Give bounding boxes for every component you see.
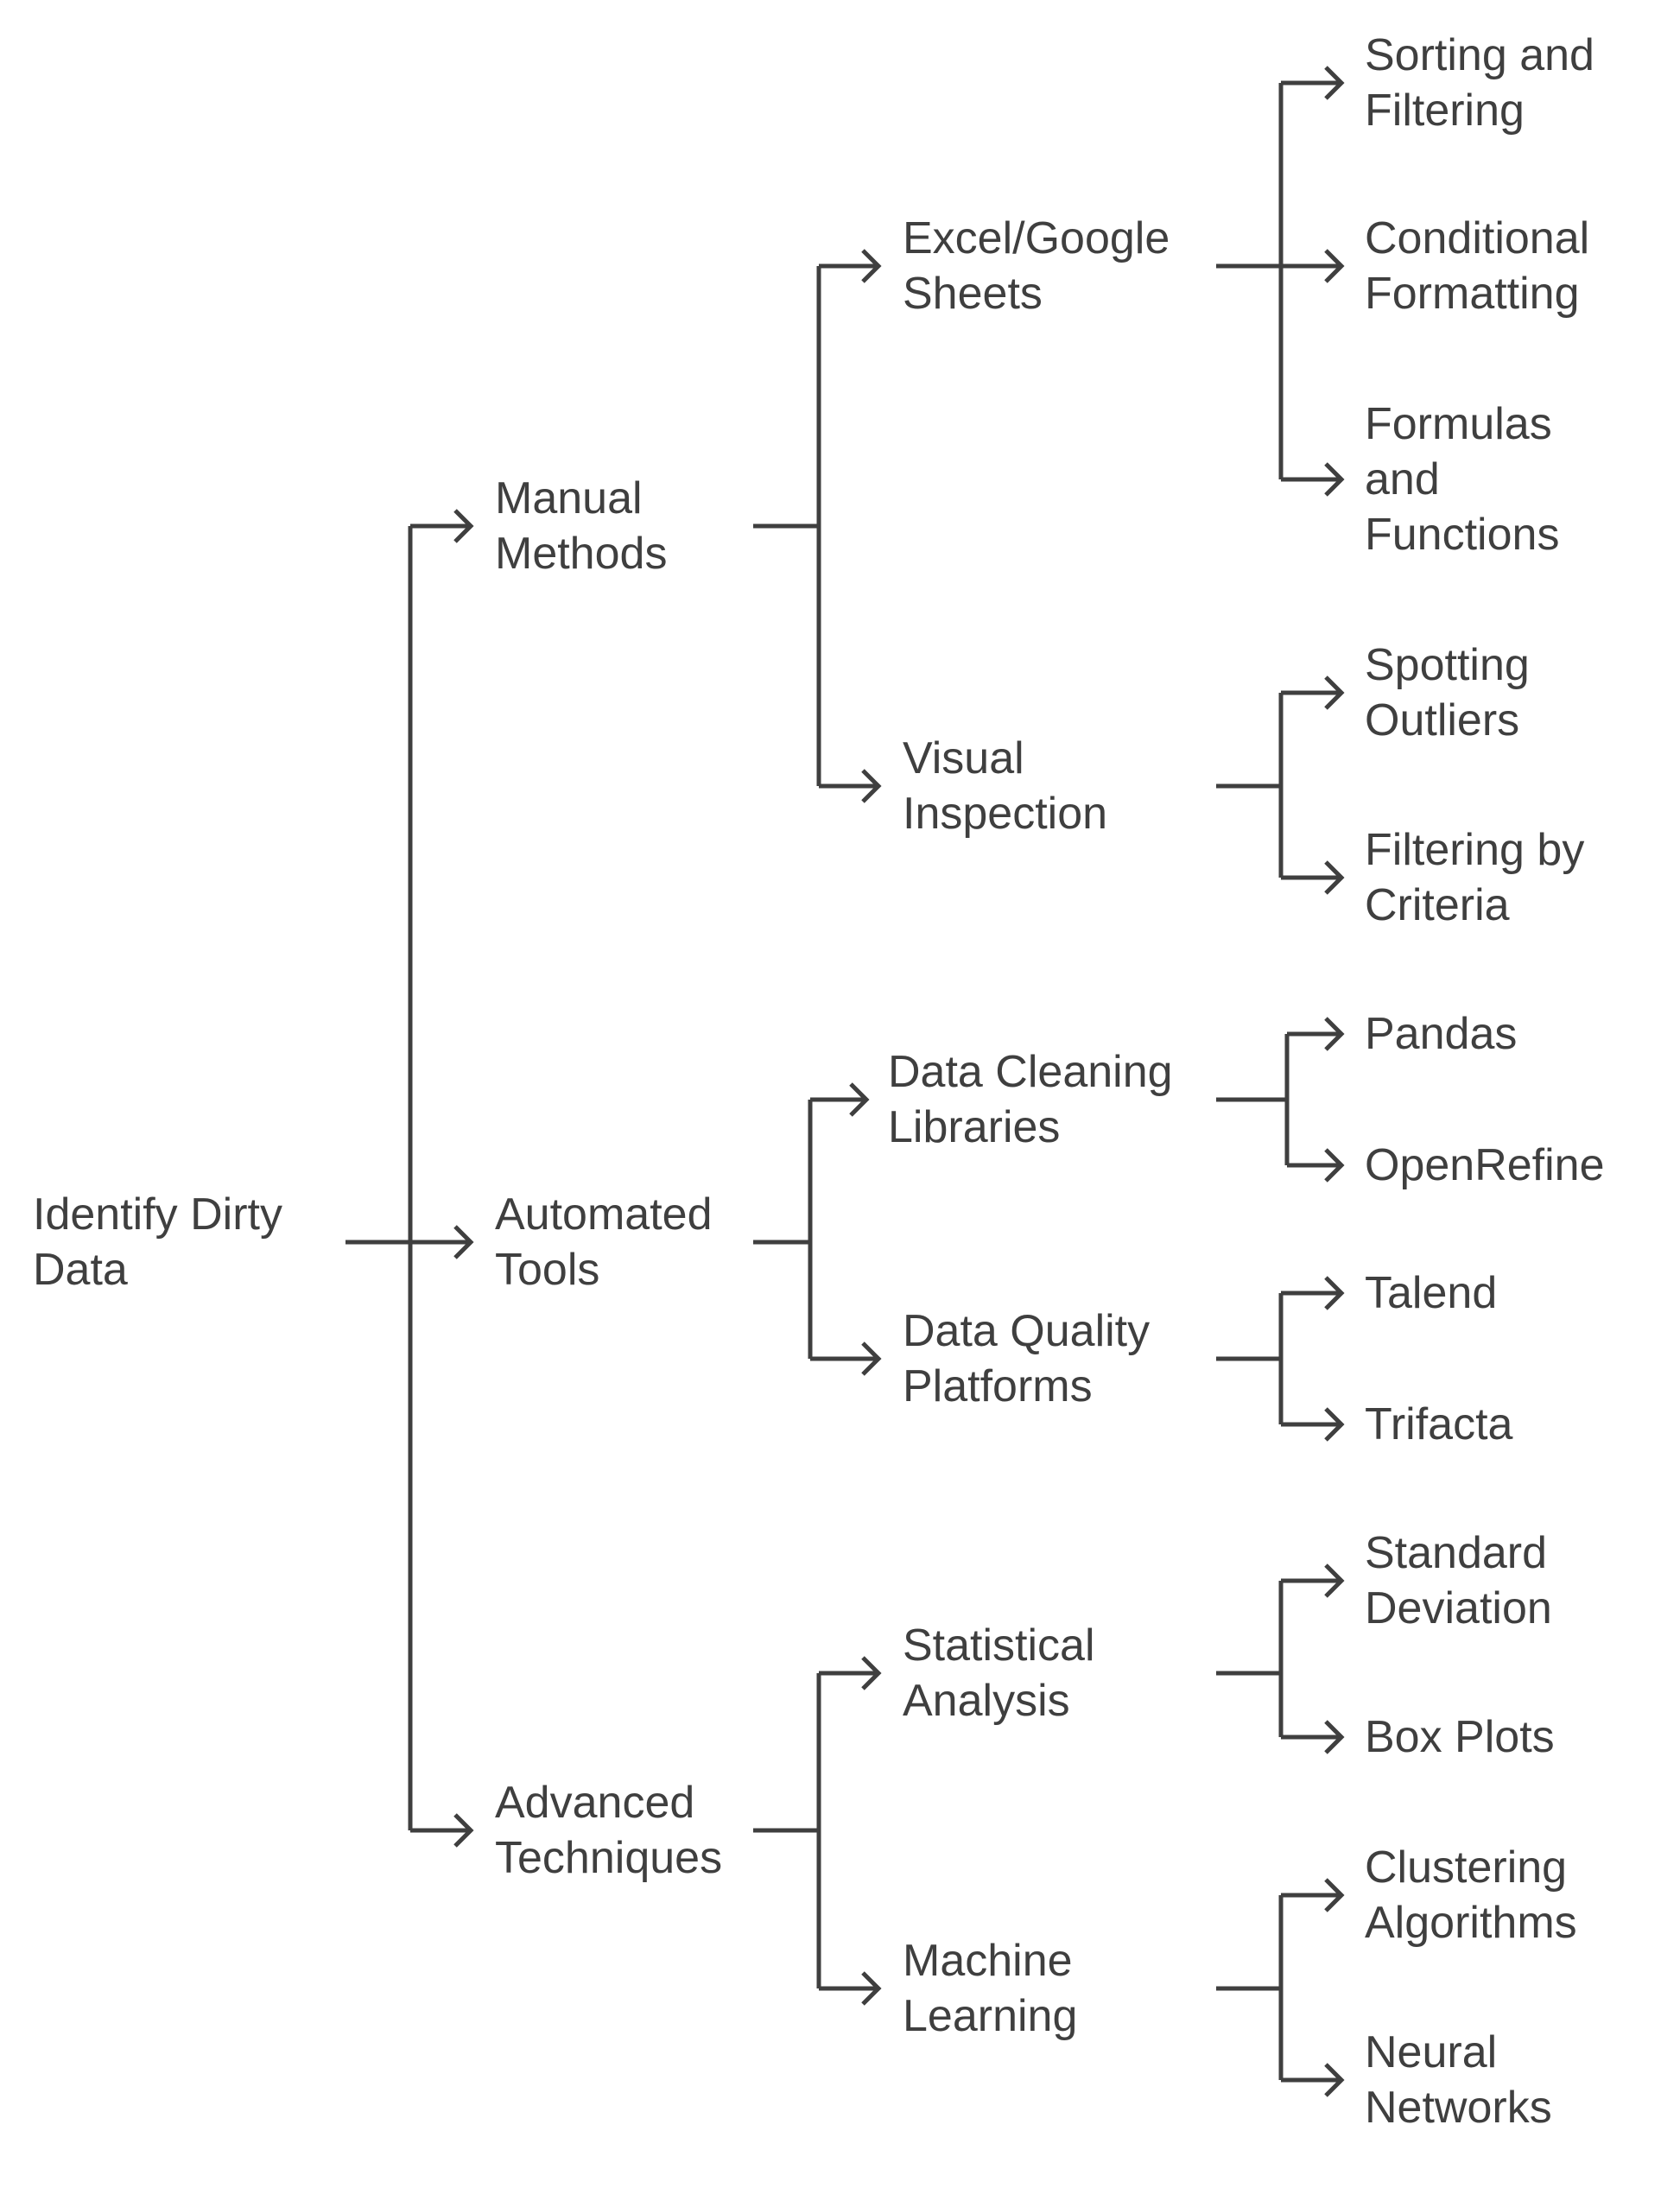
node-visual-inspection: Visual Inspection [903, 733, 1108, 839]
arrow-data-cleaning-libraries [849, 1082, 870, 1117]
node-advanced-techniques: Advanced Techniques [495, 1778, 723, 1883]
arrow-clustering-algorithms [1324, 1878, 1345, 1912]
arrow-sorting-and-filtering [1324, 66, 1345, 100]
arrow-talend [1324, 1276, 1345, 1310]
arrow-neural-networks [1324, 2063, 1345, 2097]
node-trifacta: Trifacta [1365, 1399, 1513, 1449]
arrow-excel-google-sheets [861, 249, 882, 283]
arrow-pandas [1324, 1017, 1345, 1051]
node-sorting-and-filtering: Sorting and Filtering [1365, 30, 1594, 136]
node-formulas-and-functions: Formulas and Functions [1365, 399, 1560, 560]
arrow-visual-inspection [861, 769, 882, 803]
node-standard-deviation: Standard Deviation [1365, 1528, 1552, 1633]
arrow-formulas-and-functions [1324, 462, 1345, 497]
node-data-cleaning-libraries: Data Cleaning Libraries [888, 1047, 1173, 1152]
node-box-plots: Box Plots [1365, 1712, 1555, 1762]
node-statistical-analysis: Statistical Analysis [903, 1620, 1095, 1726]
arrow-trifacta [1324, 1407, 1345, 1442]
arrow-data-quality-platforms [861, 1341, 882, 1376]
node-identify-dirty-data: Identify Dirty Data [33, 1189, 282, 1295]
arrow-statistical-analysis [861, 1656, 882, 1690]
arrow-conditional-formatting [1324, 249, 1345, 283]
node-spotting-outliers: Spotting Outliers [1365, 640, 1530, 745]
node-clustering-algorithms: Clustering Algorithms [1365, 1842, 1577, 1948]
arrow-box-plots [1324, 1720, 1345, 1754]
arrow-advanced-techniques [453, 1813, 474, 1848]
node-filtering-by-criteria: Filtering by Criteria [1365, 825, 1585, 930]
node-talend: Talend [1365, 1268, 1498, 1318]
node-data-quality-platforms: Data Quality Platforms [903, 1306, 1151, 1411]
node-machine-learning: Machine Learning [903, 1936, 1078, 2041]
node-openrefine: OpenRefine [1365, 1140, 1605, 1190]
node-conditional-formatting: Conditional Formatting [1365, 213, 1590, 319]
node-pandas: Pandas [1365, 1009, 1518, 1059]
arrow-manual-methods [453, 509, 474, 543]
arrow-standard-deviation [1324, 1563, 1345, 1598]
arrow-filtering-by-criteria [1324, 860, 1345, 895]
arrow-machine-learning [861, 1971, 882, 2006]
arrow-automated-tools [453, 1225, 474, 1259]
node-automated-tools: Automated Tools [495, 1189, 713, 1295]
arrow-openrefine [1324, 1148, 1345, 1183]
arrow-spotting-outliers [1324, 675, 1345, 710]
node-neural-networks: Neural Networks [1365, 2027, 1552, 2133]
node-excel-google-sheets: Excel/Google Sheets [903, 213, 1170, 319]
node-manual-methods: Manual Methods [495, 473, 668, 579]
